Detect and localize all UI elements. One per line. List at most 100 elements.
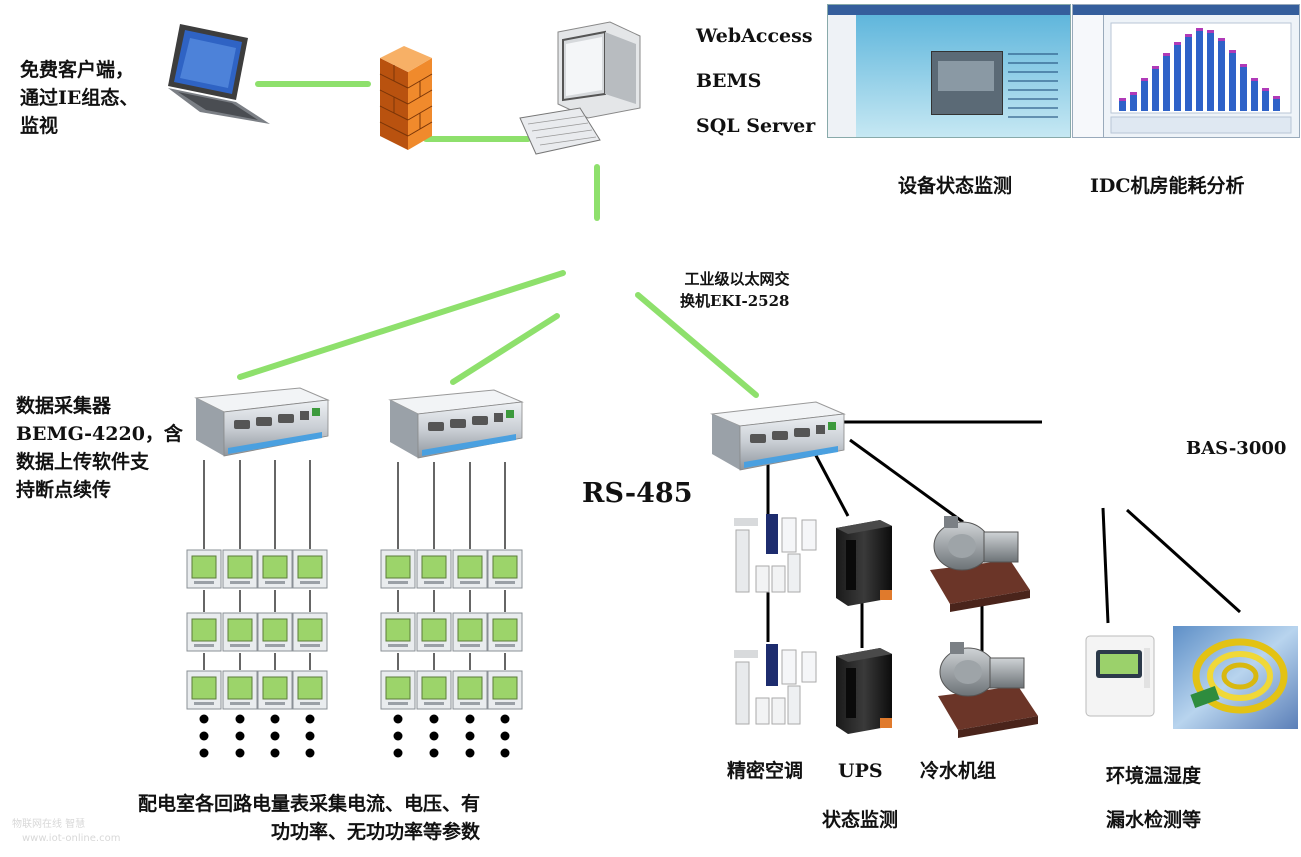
- bas-label: BAS-3000: [1186, 438, 1287, 459]
- idc-analysis-label: IDC机房能耗分析: [1090, 175, 1245, 197]
- power-meter-icon: [186, 612, 222, 652]
- power-meter-icon: [292, 549, 328, 589]
- watermark-line-1: 物联网在线 智慧: [12, 819, 86, 830]
- mini-bar-chart: [1110, 22, 1292, 134]
- data-collector-icon: [710, 401, 846, 471]
- chiller-label: 冷水机组: [920, 760, 997, 782]
- power-meter-icon: [292, 612, 328, 652]
- software-sqlserver: SQL Server: [696, 115, 816, 137]
- equipment-panel: [938, 61, 994, 91]
- link-switch-collector-2: [450, 313, 560, 385]
- power-meter-icon: [452, 549, 488, 589]
- power-meter-icon: [416, 612, 452, 652]
- mini-bar: [1196, 31, 1203, 111]
- mini-bar: [1152, 69, 1159, 111]
- mini-bar-cap: [1152, 66, 1159, 69]
- meters-label: 配电室各回路电量表采集电流、电压、有 功功率、无功功率等参数: [138, 793, 481, 843]
- screenshot-titlebar: [828, 5, 1070, 15]
- power-meter-icon: [416, 549, 452, 589]
- leak-detector-icon: [1173, 626, 1298, 729]
- mini-bar: [1251, 81, 1258, 111]
- power-meter-icon: [487, 549, 523, 589]
- mini-bar: [1240, 67, 1247, 111]
- chiller-pump-icon: [930, 516, 1030, 612]
- mini-bar: [1141, 81, 1148, 111]
- mini-bar: [1229, 53, 1236, 111]
- ups-label: UPS: [838, 760, 883, 782]
- mini-bar: [1130, 95, 1137, 111]
- power-meter-icon: [222, 612, 258, 652]
- continuation-dots: [199, 714, 510, 758]
- power-meter-icon: [222, 549, 258, 589]
- mini-bar: [1174, 45, 1181, 111]
- mini-bar-cap: [1163, 53, 1170, 56]
- switch-label: 工业级以太网交 换机EKI-2528: [680, 270, 790, 310]
- screenshot-tree-panel: [828, 15, 857, 137]
- mini-bar: [1262, 91, 1269, 111]
- ups-icon: [836, 648, 892, 734]
- data-collector-icon: [194, 387, 330, 457]
- mini-bar-cap: [1229, 50, 1236, 53]
- screenshot-tree-panel: [1073, 15, 1104, 137]
- mini-bar-cap: [1174, 42, 1181, 45]
- screenshot-titlebar: [1073, 5, 1299, 15]
- power-meter-icon: [416, 670, 452, 710]
- precision-ac-icon: [734, 644, 817, 725]
- mini-bar-cap: [1196, 28, 1203, 31]
- device-monitor-label: 设备状态监测: [898, 175, 1013, 197]
- mini-bar-cap: [1251, 78, 1258, 81]
- env-label-2: 漏水检测等: [1106, 809, 1202, 831]
- mini-bar-cap: [1130, 92, 1137, 95]
- link-switch-collector-1: [237, 270, 566, 380]
- link-switch-collector-3: [635, 292, 759, 398]
- power-meter-icon: [257, 612, 293, 652]
- mini-bar: [1119, 101, 1126, 111]
- client-label: 免费客户端， 通过IE组态、 监视: [20, 59, 139, 137]
- ethernet-links: [237, 81, 759, 398]
- mini-bar-cap: [1273, 96, 1280, 99]
- power-meter-icon: [222, 670, 258, 710]
- humidity-sensor-icon: [1085, 635, 1155, 717]
- power-meter-icon: [487, 670, 523, 710]
- data-collector-icon: [388, 389, 524, 459]
- chiller-pump-icon: [938, 642, 1038, 738]
- mini-bar: [1185, 37, 1192, 111]
- power-meter-icon: [257, 549, 293, 589]
- mini-bar: [1218, 41, 1225, 111]
- firewall-icon: [379, 46, 433, 150]
- power-meter-icon: [380, 670, 416, 710]
- power-meter-icon: [292, 670, 328, 710]
- mini-bar-cap: [1207, 30, 1214, 33]
- workstation-icon: [519, 21, 641, 155]
- precision-ac-icon: [734, 514, 817, 593]
- status-monitor-label: 状态监测: [822, 809, 899, 831]
- energy-analysis-screenshot: [1072, 4, 1300, 138]
- collector-label: 数据采集器 BEMG-4220，含 数据上传软件支 持断点续传: [16, 395, 183, 501]
- readout-list: [1008, 53, 1058, 123]
- mini-bar-cap: [1262, 88, 1269, 91]
- ups-icon: [836, 520, 892, 606]
- device-monitor-screenshot: [827, 4, 1071, 138]
- mini-bar-cap: [1119, 98, 1126, 101]
- laptop-icon: [168, 24, 270, 124]
- mini-bar: [1207, 33, 1214, 111]
- power-meter-icon: [380, 549, 416, 589]
- power-meter-icon: [186, 670, 222, 710]
- software-webaccess: WebAccess: [696, 25, 813, 47]
- power-meter-icon: [186, 549, 222, 589]
- software-bems: BEMS: [696, 70, 762, 92]
- rs485-links: [203, 420, 1242, 670]
- mini-bar: [1273, 99, 1280, 111]
- env-label-1: 环境温湿度: [1106, 765, 1202, 787]
- ac-label: 精密空调: [727, 760, 804, 782]
- power-meter-grid: [186, 549, 523, 710]
- mini-bar-cap: [1141, 78, 1148, 81]
- mini-bar-cap: [1218, 38, 1225, 41]
- mini-table: [1110, 116, 1292, 134]
- power-meter-icon: [452, 670, 488, 710]
- power-meter-icon: [452, 612, 488, 652]
- power-meter-icon: [380, 612, 416, 652]
- mini-bar: [1163, 56, 1170, 111]
